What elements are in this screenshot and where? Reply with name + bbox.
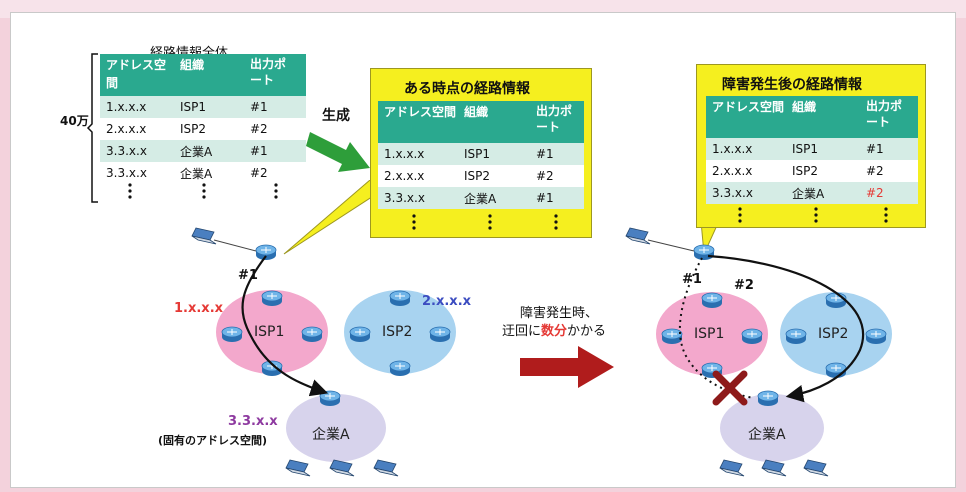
left-port-label: #1: [238, 268, 258, 283]
generate-label: 生成: [322, 108, 350, 124]
bracket-shape: [86, 53, 98, 203]
failure-note-line2: 迂回に数分かかる: [502, 324, 607, 339]
corp-a-label: 企業A: [312, 427, 350, 443]
isp1-cloud: [216, 290, 328, 374]
right-port2-label: #2: [734, 278, 754, 293]
failure-note-line1: 障害発生時、: [520, 306, 599, 321]
changed-port-value: #2: [866, 186, 884, 200]
table-header: アドレス空間 組織 出力ポート: [100, 54, 306, 96]
header-address: アドレス空間: [106, 58, 167, 90]
right-port1-label: #1: [682, 272, 702, 287]
header-org: 組織: [180, 58, 205, 72]
callout-right-title: 障害発生後の経路情報: [722, 77, 862, 93]
callout-pointer-mid: [283, 180, 399, 255]
addr-isp2-label: 2.x.x.x: [422, 294, 472, 309]
isp2-cloud: [344, 290, 456, 374]
table-continuation-dots: [412, 214, 558, 230]
addr-isp1-label: 1.x.x.x: [174, 301, 224, 316]
link-failure-x-icon: [712, 370, 748, 406]
isp2-label-right: ISP2: [818, 326, 849, 342]
addr-corp-note: (固有のアドレス空間): [158, 434, 268, 447]
table-continuation-dots: [128, 183, 278, 199]
isp1-label: ISP1: [254, 324, 285, 340]
route-count-label: 40万: [60, 114, 89, 128]
isp2-cloud-right: [780, 292, 892, 376]
callout-mid-title: ある時点の経路情報: [404, 81, 530, 97]
addr-corp-label: 3.3.x.x: [228, 414, 278, 429]
corp-a-cloud-right: [720, 394, 824, 462]
header-port: 出力ポート: [250, 57, 287, 87]
failure-arrow: [520, 346, 614, 388]
table-continuation-dots: [738, 207, 888, 223]
generate-arrow: [306, 132, 370, 172]
corp-a-cloud: [286, 394, 386, 462]
isp2-label: ISP2: [382, 324, 413, 340]
isp1-label-right: ISP1: [694, 326, 725, 342]
corp-a-label-right: 企業A: [748, 427, 786, 443]
isp1-cloud-right: [656, 292, 768, 376]
